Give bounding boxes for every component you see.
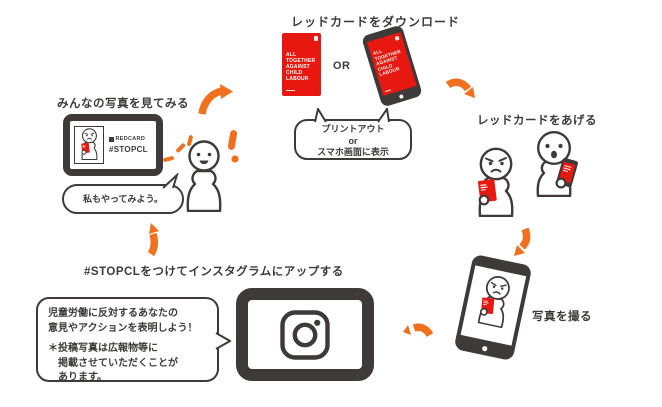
redcard-brand-label: REDCARD bbox=[115, 136, 146, 142]
happy-character bbox=[177, 136, 231, 212]
spark-icon bbox=[162, 155, 175, 162]
note-bubble: 児童労働に反対するあなたの 意見やアクションを表明しよう！ ＊投稿写真は広報物等… bbox=[36, 297, 231, 383]
or-label: OR bbox=[333, 60, 351, 72]
arrow-download-to-give-icon bbox=[445, 78, 475, 98]
note-line: ＊投稿写真は広報物等に bbox=[48, 343, 158, 354]
note-line: 意見やアクションを表明しよう！ bbox=[48, 322, 198, 334]
instagram-title: #STOPCLをつけてインスタグラムにアップする bbox=[84, 266, 344, 278]
view-photos-title: みんなの写真を見てみる bbox=[57, 98, 189, 110]
give-card-title: レッドカードをあげる bbox=[477, 115, 597, 127]
bubble-line: プリントアウト bbox=[321, 124, 385, 134]
stopcl-hashtag-label: #STOPCL bbox=[109, 145, 148, 154]
take-photo-title: 写真を撮る bbox=[532, 311, 592, 323]
photo-thumbnail bbox=[74, 126, 104, 164]
card-footer-bar bbox=[286, 89, 295, 91]
arrow-give-to-photo-icon bbox=[514, 227, 531, 256]
bubble-tail-icon bbox=[314, 108, 327, 123]
bubble-tail-icon bbox=[377, 108, 390, 123]
note-line: 掲載させていただくことが bbox=[48, 357, 178, 369]
card-logo-icon bbox=[394, 35, 399, 41]
arrow-view-to-download-icon bbox=[198, 84, 233, 115]
tablet-screen-meta: REDCARD #STOPCL bbox=[109, 136, 148, 154]
arrow-photo-to-instagram-icon bbox=[403, 323, 433, 338]
home-button-icon bbox=[481, 345, 488, 352]
note-line: あります。 bbox=[48, 372, 107, 383]
bubble-tail-icon bbox=[215, 332, 231, 350]
instagram-screen bbox=[236, 288, 374, 381]
card-footer-bar bbox=[384, 89, 391, 93]
exclamation-icon bbox=[227, 130, 239, 163]
redcard-logo-icon bbox=[109, 136, 114, 142]
character-with-redcard-icon bbox=[77, 128, 101, 160]
try-it-bubble-text: 私もやってみよう。 bbox=[82, 194, 163, 204]
surprised-character-with-phone bbox=[529, 131, 581, 197]
bubble-tail-icon bbox=[162, 173, 179, 189]
try-it-bubble: 私もやってみよう。 bbox=[62, 173, 184, 214]
bubble-line: or bbox=[348, 135, 358, 146]
print-or-display-bubble: プリントアウト or スマホ画面に表示 bbox=[294, 108, 412, 160]
note-line: 児童労働に反対するあなたの bbox=[48, 308, 178, 319]
frowning-character-with-redcard bbox=[469, 147, 521, 217]
card-logo-icon bbox=[313, 36, 318, 41]
download-title: レッドカードをダウンロード bbox=[291, 15, 461, 29]
arrow-instagram-to-view-icon bbox=[147, 223, 159, 257]
bubble-line: スマホ画面に表示 bbox=[317, 147, 389, 158]
instagram-icon bbox=[280, 309, 330, 360]
camera-phone-screen bbox=[460, 265, 527, 346]
camera-phone bbox=[453, 253, 533, 362]
photos-tablet: REDCARD #STOPCL bbox=[63, 114, 163, 176]
character-with-redcard-icon bbox=[471, 272, 519, 330]
home-button-icon bbox=[398, 93, 404, 99]
